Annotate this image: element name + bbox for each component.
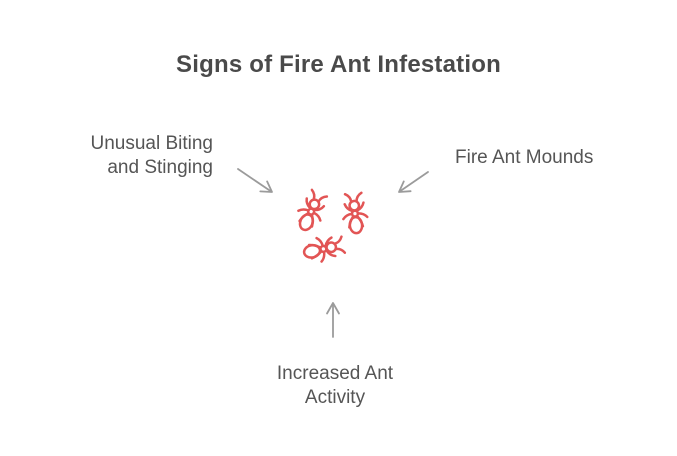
label-line: and Stinging	[107, 157, 213, 178]
label-line: Fire Ant Mounds	[455, 147, 594, 168]
label-unusual-biting-and-stinging: Unusual Biting and Stinging	[0, 132, 213, 180]
label-line: Activity	[304, 387, 366, 408]
label-line: Unusual Biting	[90, 133, 213, 154]
page-title: Signs of Fire Ant Infestation	[176, 51, 501, 78]
arrow-down-right-icon	[237, 168, 273, 193]
arrow-down-left-icon	[398, 171, 429, 193]
ant-icon	[290, 187, 332, 236]
ant-icon	[340, 191, 370, 236]
arrow-up-icon	[326, 302, 340, 338]
label-line: Increased Ant	[276, 363, 394, 384]
label-increased-ant-activity: Increased Ant Activity	[255, 362, 415, 410]
ant-icon	[300, 231, 347, 266]
label-fire-ant-mounds: Fire Ant Mounds	[455, 146, 593, 170]
